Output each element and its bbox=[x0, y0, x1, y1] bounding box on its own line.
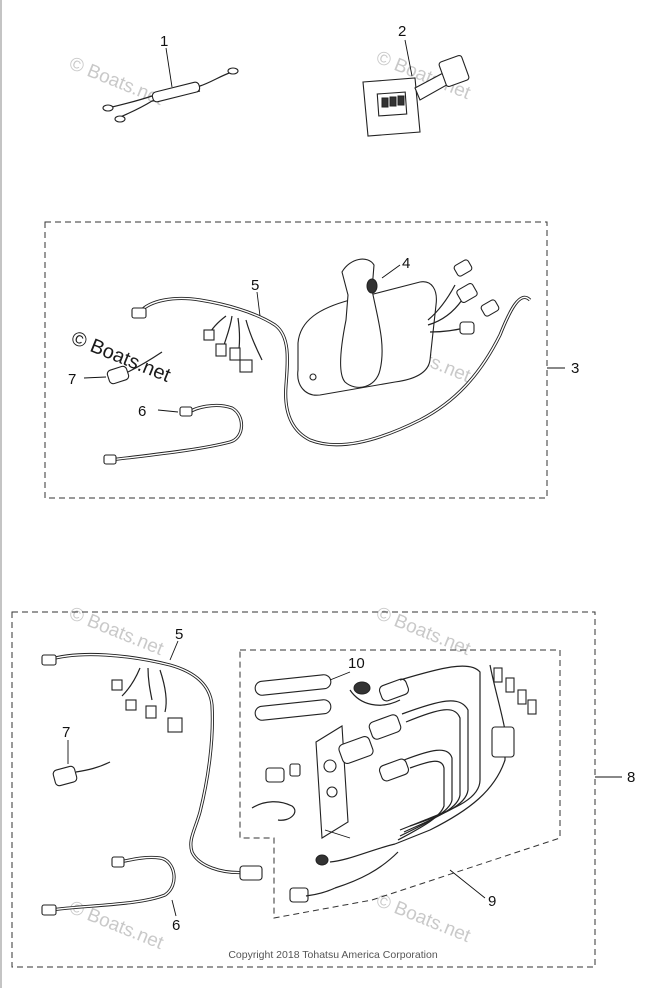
part-4-control-box bbox=[297, 258, 437, 396]
assembly-box-9 bbox=[239, 649, 561, 919]
callout-9: 9 bbox=[488, 893, 496, 910]
callout-2: 2 bbox=[398, 23, 406, 40]
callout-10: 10 bbox=[348, 655, 365, 672]
callout-5-lower: 5 bbox=[175, 626, 183, 643]
part-4-connectors bbox=[427, 259, 500, 335]
callout-7-lower: 7 bbox=[62, 724, 70, 741]
part-6-cable-upper bbox=[103, 403, 244, 465]
callout-4: 4 bbox=[402, 255, 410, 272]
watermarks: © Boats.net © Boats.net © Boats.net © Bo… bbox=[66, 47, 474, 954]
assembly-box-8 bbox=[11, 611, 596, 968]
callout-5-upper: 5 bbox=[251, 277, 259, 294]
part-5-harness-upper bbox=[131, 291, 532, 447]
assembly-box-3 bbox=[44, 221, 548, 499]
part-9-panel-harness bbox=[251, 664, 537, 903]
callout-6-lower: 6 bbox=[172, 917, 180, 934]
part-1-harness bbox=[102, 47, 239, 123]
callout-8: 8 bbox=[627, 769, 635, 786]
part-7-connector-lower bbox=[52, 740, 111, 787]
copyright-notice: Copyright 2018 Tohatsu America Corporati… bbox=[228, 949, 438, 961]
callout-1: 1 bbox=[160, 33, 168, 50]
part-2-switch-panel bbox=[362, 39, 470, 137]
callout-6-upper: 6 bbox=[138, 403, 146, 420]
callout-7-upper: 7 bbox=[68, 371, 76, 388]
part-10-grips bbox=[254, 671, 401, 721]
part-7-connector-upper bbox=[83, 351, 163, 385]
part-5-harness-lower bbox=[41, 640, 263, 881]
part-6-cable-lower bbox=[41, 855, 177, 917]
callout-3: 3 bbox=[571, 360, 579, 377]
watermark: © Boats.net bbox=[373, 890, 474, 947]
